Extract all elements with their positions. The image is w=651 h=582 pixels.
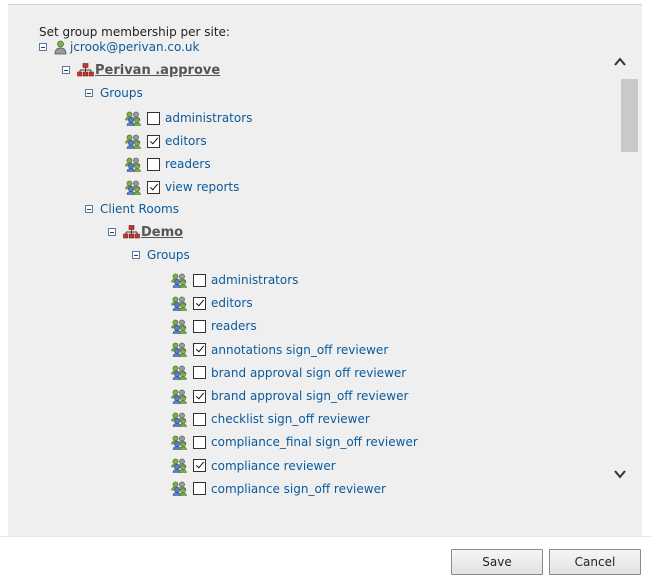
footer-divider [0,536,651,537]
group-label[interactable]: editors [165,134,207,148]
group-checkbox[interactable] [193,343,206,357]
group-row: checklist sign_off reviewer [171,410,370,428]
group-checkbox[interactable] [193,482,206,496]
group-row: annotations sign_off reviewer [171,341,388,359]
collapse-toggle-user[interactable] [39,43,47,51]
group-label[interactable]: checklist sign_off reviewer [211,412,370,427]
group-checkbox[interactable] [193,389,206,403]
group-icon [171,342,187,357]
collapse-toggle-site-groups[interactable] [85,89,93,97]
group-icon [125,180,141,195]
group-icon [171,389,187,404]
scroll-up-icon[interactable] [612,54,628,70]
group-row: editors [171,294,253,312]
group-label[interactable]: view reports [165,180,240,194]
group-label[interactable]: editors [211,296,253,311]
tree-node-user: jcrook@perivan.co.uk [39,38,199,56]
group-icon [171,458,187,473]
group-label[interactable]: administrators [211,273,299,287]
membership-panel: Set group membership per site: jcrook@pe… [8,4,642,536]
group-icon [171,365,187,381]
group-row: editors [125,132,207,150]
group-checkbox[interactable] [147,111,160,125]
site-groups-label: Groups [100,86,143,100]
group-icon [171,412,187,427]
group-label[interactable]: readers [165,157,211,171]
scrollbar-thumb[interactable] [621,79,638,152]
group-checkbox[interactable] [193,296,206,310]
group-row: readers [171,317,257,335]
group-row: administrators [171,271,298,289]
group-row: administrators [125,109,252,127]
tree-node-room: Demo [108,223,183,241]
group-checkbox[interactable] [193,273,206,287]
panel-heading: Set group membership per site: [39,25,230,39]
collapse-toggle-room[interactable] [108,228,116,236]
group-checkbox[interactable] [193,435,206,449]
group-row: compliance_final sign_off reviewer [171,433,418,451]
group-label[interactable]: compliance_final sign_off reviewer [211,435,418,450]
cancel-button[interactable]: Cancel [549,549,641,575]
tree-node-site-groups: Groups [85,84,143,102]
group-checkbox[interactable] [193,366,206,380]
group-icon [171,319,187,334]
group-label[interactable]: annotations sign_off reviewer [211,342,389,357]
group-row: brand approval sign_off reviewer [171,387,408,405]
site-link[interactable]: Perivan .approve [95,62,221,78]
site-hierarchy-icon [123,225,140,239]
collapse-toggle-room-groups[interactable] [132,251,140,259]
group-row: view reports [125,178,239,196]
tree-node-client-rooms: Client Rooms [85,200,179,218]
tree-node-room-groups: Groups [132,246,190,264]
group-checkbox[interactable] [147,157,160,171]
group-row: compliance sign_off reviewer [171,480,386,498]
user-link[interactable]: jcrook@perivan.co.uk [70,40,200,54]
room-groups-label: Groups [147,248,190,262]
group-label[interactable]: compliance reviewer [211,458,336,473]
group-label[interactable]: compliance sign_off reviewer [211,481,386,496]
save-button[interactable]: Save [451,549,543,575]
group-label[interactable]: administrators [165,111,253,125]
room-link[interactable]: Demo [141,224,184,240]
group-label[interactable]: brand approval sign_off reviewer [211,389,409,403]
scroll-down-icon[interactable] [612,466,628,482]
group-icon [125,134,141,149]
group-label[interactable]: brand approval sign off reviewer [211,365,407,380]
group-label[interactable]: readers [211,319,257,334]
group-checkbox[interactable] [193,459,206,473]
group-checkbox[interactable] [193,412,206,426]
group-icon [125,111,141,126]
group-row: brand approval sign off reviewer [171,364,406,382]
user-icon [54,40,67,54]
group-icon [171,296,187,311]
client-rooms-label: Client Rooms [100,202,179,216]
tree-node-site: Perivan .approve [62,61,220,79]
group-checkbox[interactable] [147,134,160,148]
group-icon [171,273,187,288]
group-row: readers [125,155,211,173]
group-row: compliance reviewer [171,457,336,475]
group-checkbox[interactable] [193,319,206,333]
group-icon [171,481,187,497]
site-hierarchy-icon [77,63,94,77]
group-checkbox[interactable] [147,180,160,194]
group-icon [171,435,187,450]
collapse-toggle-site[interactable] [62,66,70,74]
group-icon [125,157,141,172]
collapse-toggle-client-rooms[interactable] [85,205,93,213]
